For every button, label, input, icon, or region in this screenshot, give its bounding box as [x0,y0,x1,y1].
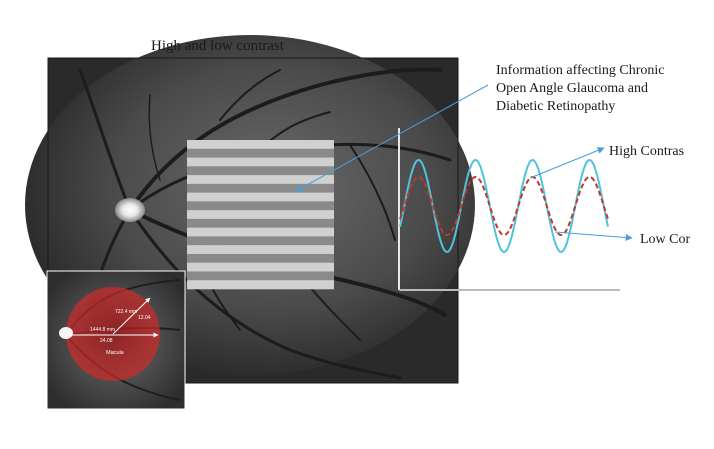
high-contrast-label: High Contras [609,144,685,159]
grating-stripe [187,245,334,255]
arrow-icon [295,84,489,192]
grating-stripe [187,140,334,150]
low-contrast-label: Low Cor [640,232,691,247]
info-line-2: Open Angle Glaucoma and [496,81,649,96]
grating-stripe [187,201,334,211]
grating-stripe [187,218,334,228]
annotation-arrows [295,84,633,241]
optic-disc [115,198,145,222]
arrow-icon [529,147,605,179]
grating-stripe [187,253,334,263]
inset-measure-1: 722.4 mm [115,309,137,315]
grating-stripe [187,183,334,193]
info-annotation: Information affecting Chronic Open Angle… [496,62,664,116]
inset-measure-2: 12.04 [138,315,151,321]
grating-stripe [187,192,334,202]
inset-measure-3: 1444.8 mm [90,327,115,333]
arrow-icon [554,231,633,241]
grating-stripe [187,280,334,290]
grating-stripe [187,236,334,246]
grating-stripe [187,210,334,220]
info-line-1: Information affecting Chronic [496,63,665,78]
grating-stripe [187,157,334,167]
grating-stripe [187,271,334,281]
inset-measure-4: 24.08 [100,338,113,344]
grating-stripe [187,262,334,272]
inset-optic-disc [59,327,73,339]
grating-stripe [187,148,334,158]
contrast-grating [187,140,334,290]
info-line-3: Diabetic Retinopathy [496,99,616,114]
macula-inset: 722.4 mm 12.04 1444.8 mm 24.08 Macula [46,270,186,410]
figure-title: High and low contrast [151,38,284,54]
macula-label: Macula [106,350,125,356]
grating-stripe [187,227,334,237]
high-contrast-wave [399,159,609,254]
wave-graph [398,128,620,291]
grating-stripe [187,166,334,176]
grating-stripe [187,175,334,185]
